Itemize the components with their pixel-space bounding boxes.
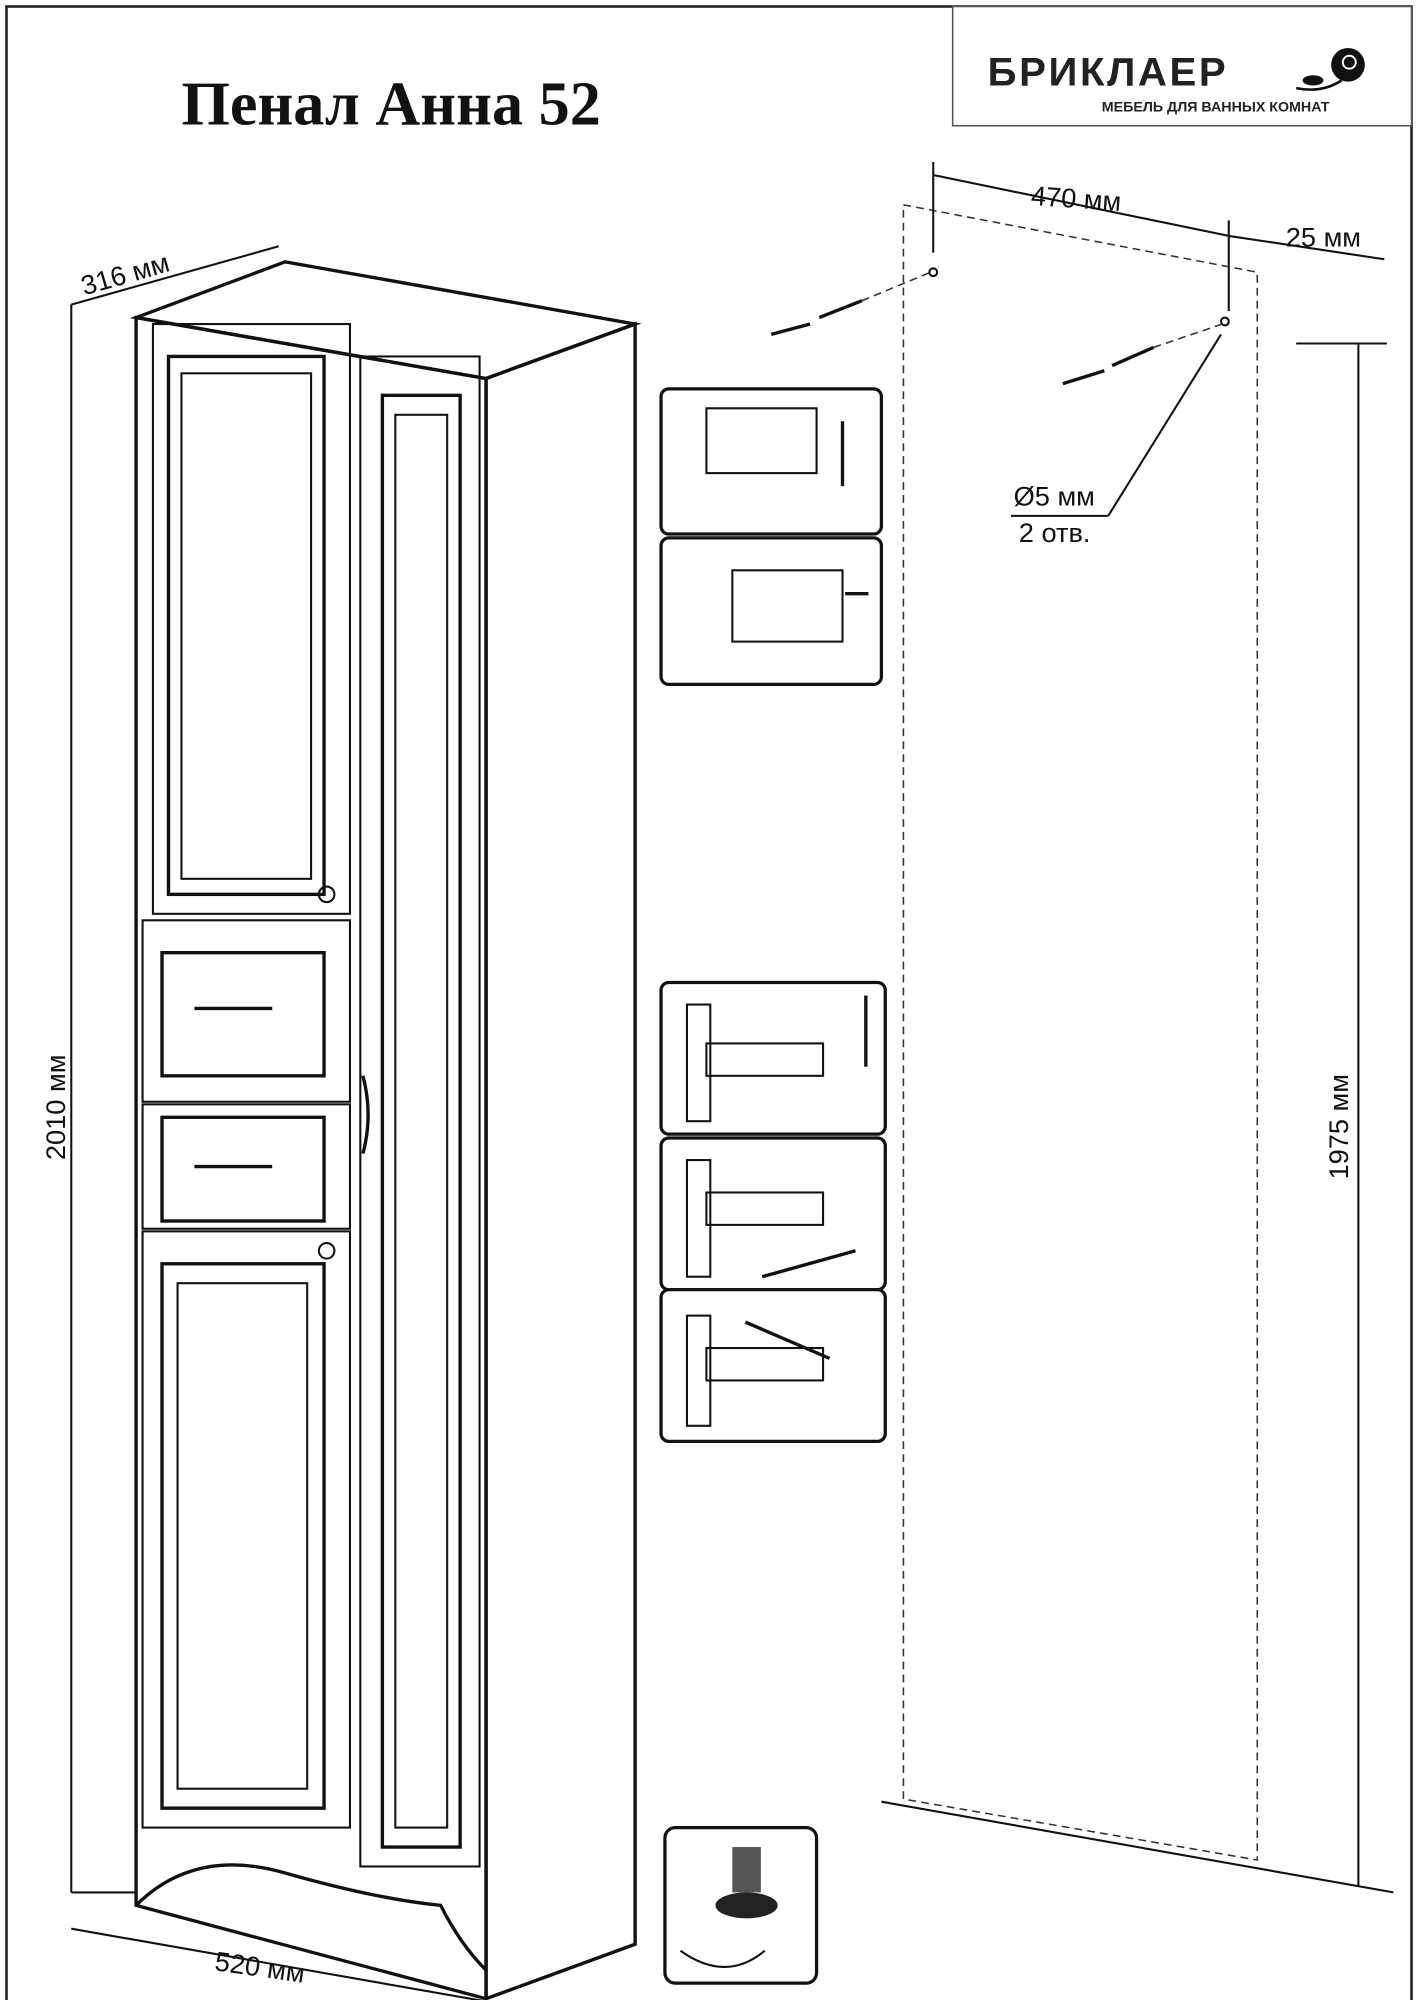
dimension-label: БРИКЛАЕР — [988, 50, 1229, 95]
drawing-stroke — [160, 1262, 326, 1810]
drawing-stroke — [176, 1282, 309, 1790]
dimension-label: 25 мм — [1286, 221, 1361, 252]
drawing-stroke — [744, 1320, 831, 1360]
drawing-stroke — [151, 323, 352, 915]
drawing-stroke — [659, 980, 887, 1136]
drawing-stroke — [731, 569, 844, 643]
drawing-stroke — [359, 355, 481, 1868]
drawing-stroke — [1107, 333, 1222, 517]
drawing-stroke — [705, 1042, 825, 1077]
leveling-foot-inset — [663, 1825, 819, 1985]
drawing-stroke — [1341, 54, 1357, 70]
drawing-stroke — [705, 1346, 825, 1382]
drawing-stroke — [380, 393, 462, 1849]
drawing-stroke — [1062, 345, 1155, 386]
wall-mounting: 470 мм 25 мм Ø5 мм 2 отв. 1975 мм — [770, 162, 1394, 1894]
drawing-stroke — [705, 1191, 825, 1226]
drawing-stroke — [761, 1249, 856, 1279]
drawing-stroke — [685, 1159, 712, 1278]
rose-icon — [1295, 47, 1365, 91]
dimension-label: Ø5 мм — [1014, 481, 1095, 512]
dimension-label: 1975 мм — [1323, 1074, 1354, 1179]
drawing-stroke — [71, 1927, 484, 2000]
drawing-stroke — [659, 387, 884, 536]
drawing-stroke — [317, 1241, 336, 1260]
drawing-stroke — [180, 372, 313, 880]
drawing-stroke — [317, 885, 336, 904]
drawing-stroke — [933, 173, 1229, 237]
drawing-stroke — [361, 1075, 370, 1155]
drawing-stroke — [1228, 234, 1385, 261]
drawing-stroke — [141, 1103, 352, 1230]
screw-icon — [770, 271, 931, 337]
dimension-label: 2 отв. — [1019, 517, 1091, 548]
page-title: Пенал Анна 52 — [181, 70, 600, 138]
drawing-stroke — [166, 354, 326, 897]
drawing-stroke — [770, 299, 863, 337]
dimension-label: 2010 мм — [40, 1055, 71, 1160]
drawing-stroke — [715, 1892, 778, 1919]
drawing-stroke — [1295, 79, 1343, 91]
dimension-height: 2010 мм — [40, 304, 137, 1894]
dimension-label: МЕБЕЛЬ ДЛЯ ВАННЫХ КОМНАТ — [1102, 99, 1330, 115]
drawing-stroke — [659, 1288, 887, 1443]
screw-icon — [1062, 323, 1223, 386]
drawing-stroke — [71, 245, 279, 306]
drawing-stroke — [928, 267, 939, 278]
drawing-stroke — [134, 1863, 488, 1972]
drawing-stroke — [160, 1115, 326, 1223]
drawing-stroke — [141, 919, 352, 1103]
drawing-stroke — [732, 1847, 761, 1893]
drawing-stroke — [1302, 75, 1324, 86]
drawing-stroke — [685, 1003, 712, 1123]
hanger-adjust-inset — [659, 387, 884, 687]
drawing-stroke — [134, 315, 488, 2000]
brand-logo: БРИКЛАЕР МЕБЕЛЬ ДЛЯ ВАННЫХ КОМНАТ — [951, 5, 1413, 127]
drawing-stroke — [160, 951, 326, 1078]
drawing-stroke — [141, 1230, 352, 1829]
drawing-stroke — [902, 203, 1259, 1861]
cabinet-drawing — [129, 260, 642, 2000]
dimension-label: 470 мм — [1030, 180, 1122, 217]
drawing-stroke — [394, 413, 449, 1829]
drawing-stroke — [1331, 47, 1365, 82]
drawing-stroke — [679, 1949, 766, 1968]
hinge-adjust-inset — [659, 980, 887, 1443]
drawing-stroke — [1219, 316, 1230, 327]
drawing-stroke — [685, 1314, 712, 1427]
drawing-stroke — [881, 1800, 1394, 1894]
drawing-stroke — [659, 536, 884, 687]
drawing-stroke — [705, 407, 818, 475]
